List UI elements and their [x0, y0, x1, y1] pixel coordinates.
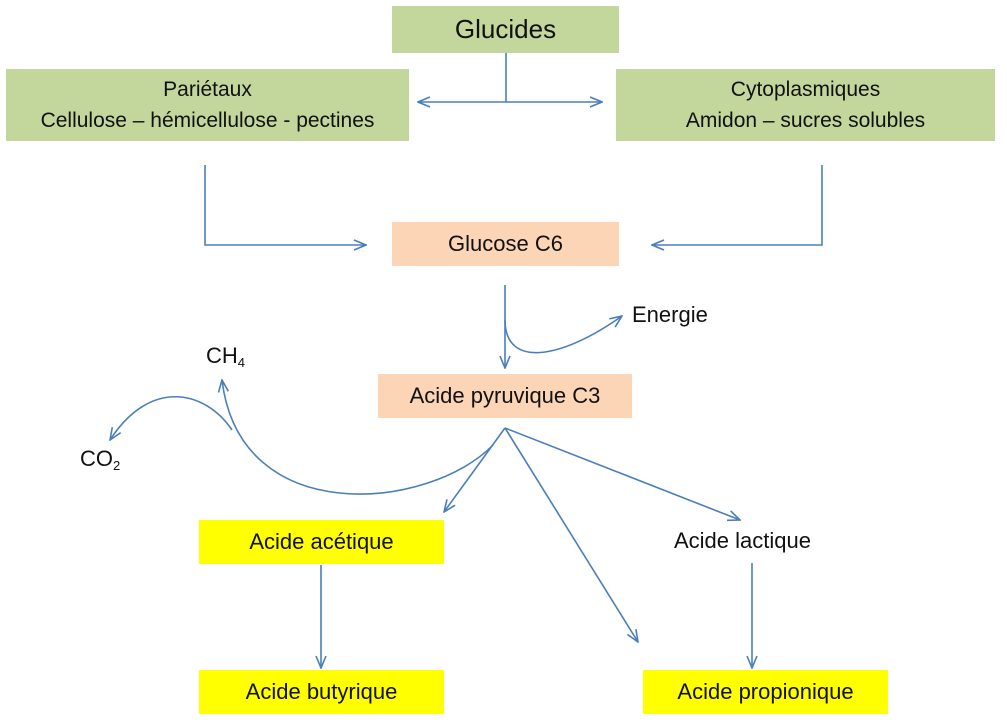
parietaux-box: Pariétaux Cellulose – hémicellulose - pe…: [6, 69, 409, 141]
co2-main: CO: [80, 446, 113, 471]
acetique-label: Acide acétique: [249, 529, 394, 554]
acetique-box: Acide acétique: [199, 520, 444, 564]
butyrique-box: Acide butyrique: [199, 670, 444, 714]
pyruvique-label: Acide pyruvique C3: [409, 383, 601, 408]
co2-subscript: 2: [113, 458, 121, 473]
arrow-to-co2: [110, 395, 233, 440]
butyrique-label: Acide butyrique: [245, 679, 398, 704]
ch4-label: CH4: [206, 343, 245, 370]
energie-label: Energie: [632, 302, 708, 327]
arrow-parietaux-to-glucose: [204, 165, 366, 245]
arrow-to-propionique-direct: [504, 427, 638, 642]
lactique-label: Acide lactique: [674, 528, 811, 553]
pyruvique-box: Acide pyruvique C3: [378, 374, 632, 418]
arrow-to-lactique: [504, 427, 740, 520]
propionique-box: Acide propionique: [643, 670, 888, 714]
cytoplasmiques-detail: Amidon – sucres solubles: [685, 109, 926, 132]
arrow-cytoplasmiques-to-glucose: [652, 165, 823, 245]
glucides-label: Glucides: [454, 14, 557, 44]
arrow-to-acetique: [444, 427, 506, 512]
arrow-to-energie: [504, 316, 622, 354]
parietaux-detail: Cellulose – hémicellulose - pectines: [40, 109, 375, 132]
glucose-label: Glucose C6: [448, 231, 563, 256]
propionique-label: Acide propionique: [677, 679, 854, 704]
cytoplasmiques-box: Cytoplasmiques Amidon – sucres solubles: [616, 69, 995, 141]
parietaux-title: Pariétaux: [163, 78, 252, 101]
glucides-box: Glucides: [392, 6, 619, 53]
cytoplasmiques-title: Cytoplasmiques: [730, 78, 881, 101]
ch4-subscript: 4: [237, 355, 246, 370]
glucose-box: Glucose C6: [392, 222, 619, 266]
co2-label: CO2: [80, 446, 120, 473]
arrow-to-ch4: [222, 380, 494, 495]
ch4-main: CH: [206, 343, 238, 368]
